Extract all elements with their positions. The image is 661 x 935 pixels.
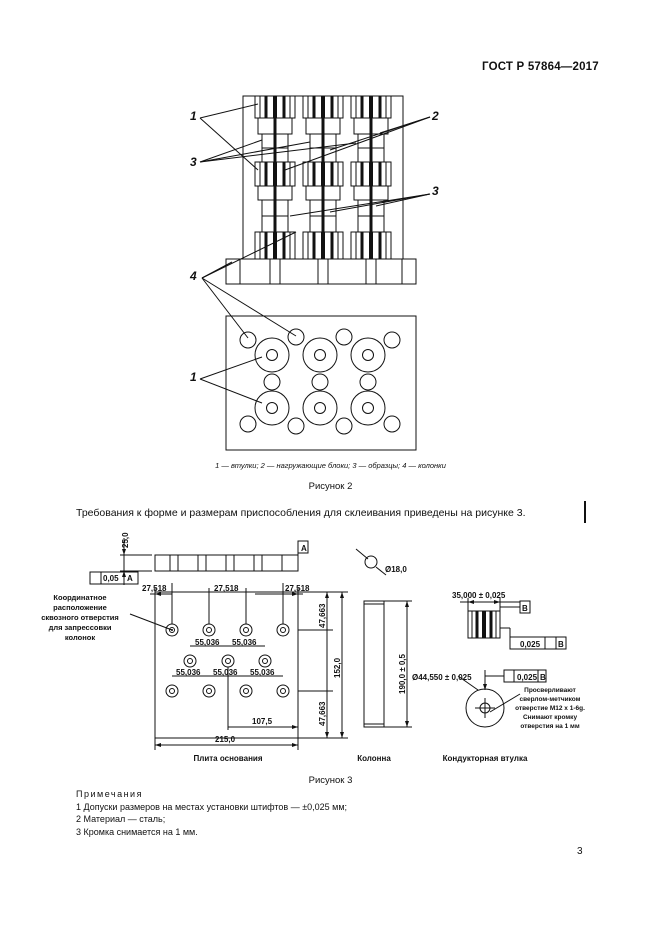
note-item-2: 2 Материал — сталь; — [76, 814, 166, 824]
dim-55036-e: 55,036 — [250, 668, 275, 677]
callout-2: 2 — [431, 109, 439, 123]
change-bar — [584, 501, 586, 523]
callout-1-bottom: 1 — [190, 370, 197, 384]
bushing-tolerance-ref: B — [558, 640, 564, 649]
body-paragraph: Требования к форме и размерам приспособл… — [76, 507, 526, 519]
legend-num-3: 3 — [352, 461, 357, 470]
note-left-line-2: расположение — [53, 603, 107, 612]
legend-num-2: 2 — [260, 461, 265, 470]
datum-b-label: B — [522, 604, 528, 613]
legend-text-3: — образцы; — [356, 461, 403, 470]
label-base-plate: Плита основания — [194, 754, 263, 763]
label-bushing: Кондукторная втулка — [443, 754, 528, 763]
dim-152: 152,0 — [333, 657, 342, 678]
notes-heading: Примечания — [76, 789, 143, 799]
flatness-tolerance: 0,05 — [103, 574, 119, 583]
dim-55036-a: 55,036 — [195, 638, 220, 647]
figure2-legend: 1 — втулки; 2 — нагружающие блоки; 3 — о… — [0, 461, 661, 470]
page-number: 3 — [577, 846, 583, 857]
dim-27518-left: 27,518 — [142, 584, 167, 593]
figure2-top-view — [199, 315, 417, 451]
concentricity-tolerance: 0,025 — [517, 673, 538, 682]
note-left-line-3: сквозного отверстия — [41, 613, 119, 622]
figure2-side-view — [199, 94, 431, 339]
datum-a-label: A — [301, 544, 307, 553]
dim-27518-mid: 27,518 — [214, 584, 239, 593]
callout-1-top: 1 — [190, 109, 197, 123]
dim-55036-b: 55,036 — [232, 638, 257, 647]
note-right-line-4: Снимают кромку — [523, 714, 578, 721]
dim-47663-bottom: 47,663 — [318, 701, 327, 726]
dim-215: 215,0 — [215, 735, 236, 744]
note-left-line-5: колонок — [65, 633, 95, 642]
figure3-column — [355, 548, 412, 728]
dim-47663-top: 47,663 — [318, 603, 327, 628]
callout-3-left: 3 — [190, 155, 197, 169]
flatness-datum: A — [127, 574, 133, 583]
dim-27518-right: 27,518 — [285, 584, 310, 593]
note-right-line-5: отверстия на 1 мм — [520, 723, 579, 730]
dim-column-height: 190,0 ± 0,5 — [398, 653, 407, 694]
figure3-plate-plan — [129, 583, 348, 750]
figure2-title: Рисунок 2 — [308, 481, 353, 492]
note-left-line-1: Координатное — [53, 593, 106, 602]
callout-4: 4 — [189, 269, 197, 283]
figure3-plate-side — [89, 538, 309, 585]
legend-text-4: — колонки — [406, 461, 446, 470]
note-left-line-4: для запрессовки — [49, 623, 112, 632]
dim-dia-18: Ø18,0 — [385, 565, 407, 574]
dim-bushing-dia: Ø44,550 ± 0,025 — [412, 673, 472, 682]
legend-num-4: 4 — [402, 461, 407, 470]
legend-num-1: 1 — [215, 461, 220, 470]
callout-3-right: 3 — [432, 184, 439, 198]
legend-text-1: — втулки; — [219, 461, 261, 470]
figure3-title: Рисунок 3 — [308, 775, 353, 786]
note-right-line-3: отверстие M12 х 1-6g. — [515, 705, 585, 712]
notes-block: Примечания 1 Допуски размеров на местах … — [76, 788, 347, 838]
dim-107-5: 107,5 — [252, 717, 273, 726]
label-column: Колонна — [357, 754, 391, 763]
note-right-line-2: сверлом-метчиком — [519, 696, 580, 703]
dim-55036-d: 55,036 — [213, 668, 238, 677]
note-item-1: 1 Допуски размеров на местах установки ш… — [76, 801, 348, 812]
bushing-tolerance: 0,025 — [520, 640, 541, 649]
dim-plate-height: 25,0 — [121, 532, 130, 548]
note-item-3: 3 Кромка снимается на 1 мм. — [76, 826, 198, 837]
legend-text-2: — нагружающие блоки; — [264, 461, 353, 470]
dim-bushing-width: 35,000 ± 0,025 — [452, 591, 506, 600]
dim-55036-c: 55,036 — [176, 668, 201, 677]
note-right-line-1: Просверливают — [524, 687, 576, 694]
concentricity-ref: B — [540, 673, 546, 682]
document-header: ГОСТ Р 57864—2017 — [482, 61, 599, 73]
